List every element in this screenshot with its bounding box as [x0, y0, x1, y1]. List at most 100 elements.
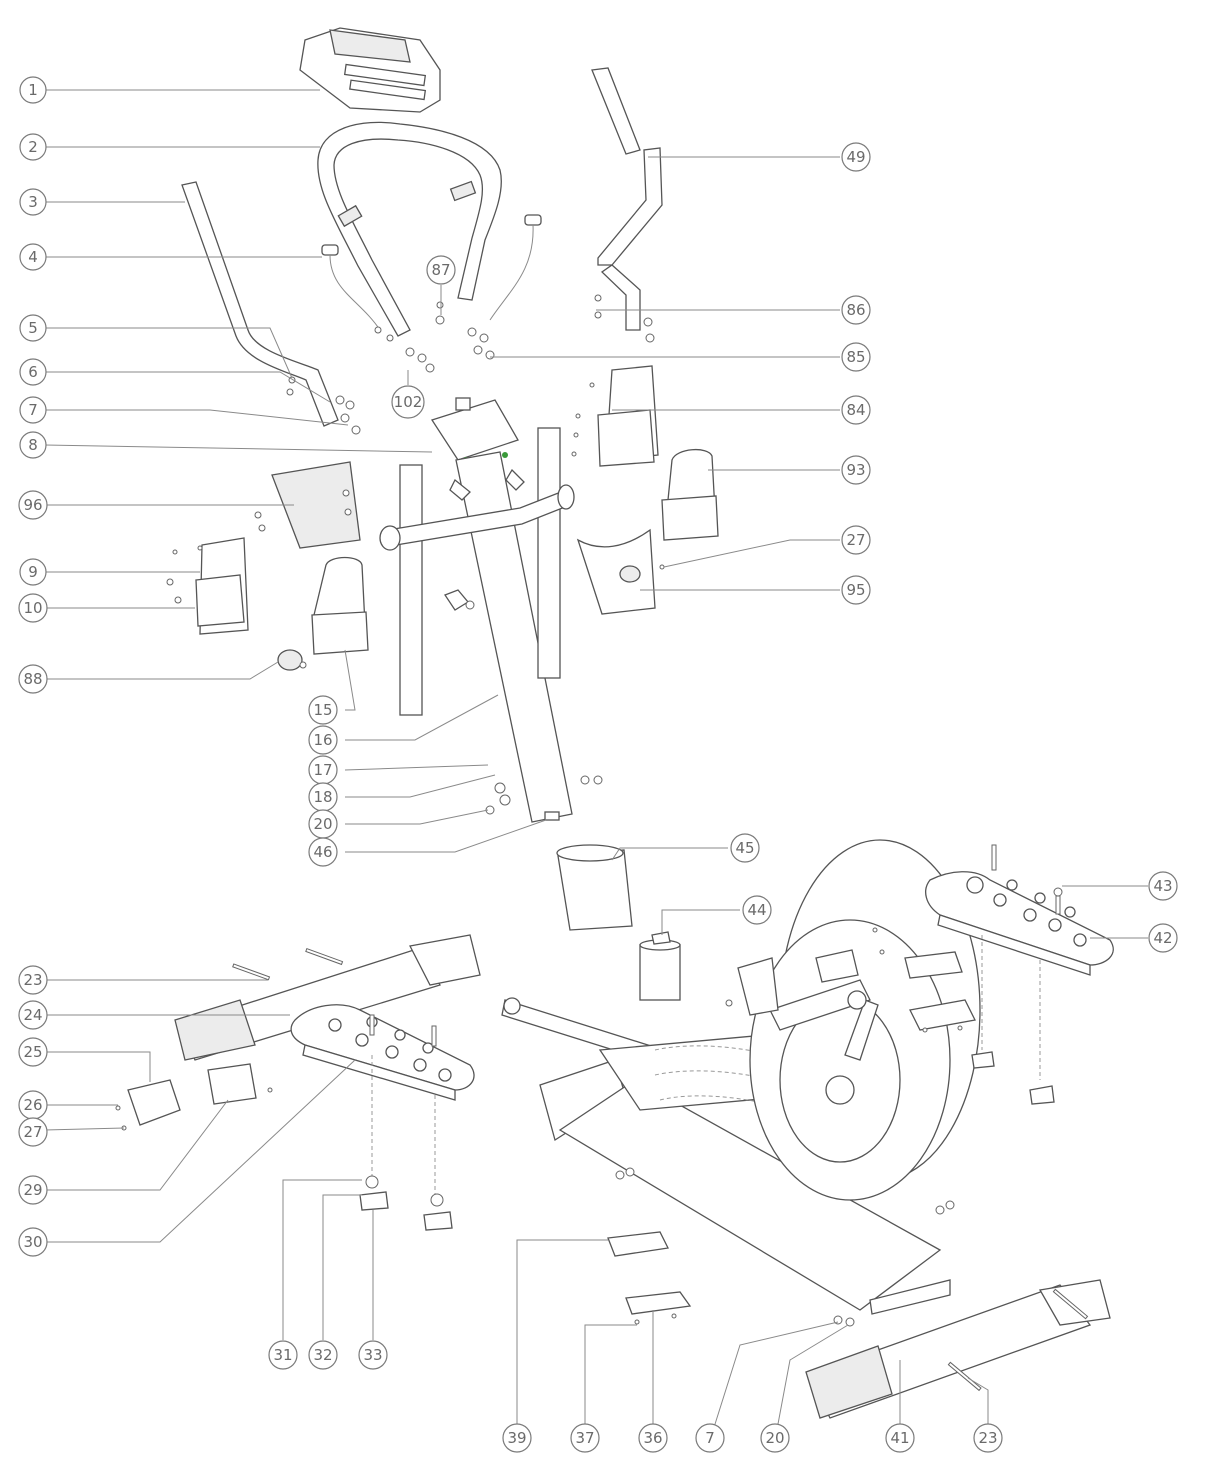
leader-15 [344, 649, 356, 711]
svg-text:23: 23 [23, 971, 42, 989]
upper-bolts [286, 294, 655, 435]
callout-87: 87 [426, 255, 456, 285]
cup-45-part [556, 844, 633, 931]
sleeve-15-part [311, 556, 369, 655]
sleeve-93-part [661, 449, 719, 541]
callout-42: 42 [1148, 923, 1178, 953]
svg-text:46: 46 [313, 843, 332, 861]
leader-7-lower [709, 1321, 839, 1441]
svg-text:44: 44 [747, 901, 766, 919]
leader-8 [44, 444, 433, 453]
leader-20-lower [774, 1324, 849, 1441]
callout-27-lower: 27 [18, 1117, 48, 1147]
bracket-39-part [607, 1231, 669, 1257]
svg-text:95: 95 [846, 581, 865, 599]
svg-text:8: 8 [28, 436, 38, 454]
leader-16 [345, 694, 499, 741]
front-stabilizer-part [615, 1167, 1111, 1419]
svg-text:31: 31 [273, 1346, 292, 1364]
svg-text:9: 9 [28, 563, 38, 581]
callout-23-left: 23 [18, 965, 48, 995]
svg-text:29: 29 [23, 1181, 42, 1199]
leader-18 [345, 774, 496, 798]
callout-27-upper: 27 [841, 525, 871, 555]
svg-text:102: 102 [394, 393, 423, 411]
leader-27-lower [44, 1127, 125, 1131]
leader-30 [45, 1059, 356, 1243]
right-upper-arm-part [591, 67, 663, 331]
callout-3: 3 [19, 188, 47, 216]
callout-102: 102 [391, 385, 425, 419]
callout-10: 10 [18, 593, 48, 623]
callout-37: 37 [570, 1423, 600, 1453]
callout-17: 17 [308, 755, 338, 785]
svg-text:2: 2 [28, 138, 38, 156]
svg-text:87: 87 [431, 261, 450, 279]
callout-93: 93 [841, 455, 871, 485]
callout-96: 96 [18, 490, 48, 520]
leader-7 [45, 409, 349, 426]
bracket-36-part [625, 1291, 692, 1325]
right-cover-84-part [571, 365, 659, 467]
callout-41: 41 [885, 1423, 915, 1453]
sensor-wire-part [321, 214, 542, 331]
svg-text:4: 4 [28, 248, 38, 266]
leader-lines [44, 89, 1148, 1441]
svg-text:7: 7 [28, 401, 38, 419]
callout-43: 43 [1148, 871, 1178, 901]
svg-text:20: 20 [765, 1429, 784, 1447]
callout-33: 33 [358, 1340, 388, 1370]
svg-text:84: 84 [846, 401, 865, 419]
callout-84: 84 [841, 395, 871, 425]
svg-text:17: 17 [313, 761, 332, 779]
callout-39: 39 [502, 1423, 532, 1453]
handlebar-part [317, 121, 502, 337]
parts-drawing [115, 27, 1114, 1419]
leader-44 [661, 909, 740, 935]
callout-86: 86 [841, 295, 871, 325]
lower-arm-assembly-part [379, 427, 575, 716]
cover-96-part [254, 461, 361, 549]
callout-1: 1 [19, 76, 47, 104]
console-part [299, 27, 441, 113]
leader-25 [45, 1051, 151, 1082]
svg-text:86: 86 [846, 301, 865, 319]
svg-text:25: 25 [23, 1043, 42, 1061]
leader-5 [45, 327, 293, 379]
leader-6 [45, 371, 331, 403]
callout-23-lower: 23 [973, 1423, 1003, 1453]
callout-9: 9 [19, 558, 47, 586]
callout-7: 7 [19, 396, 47, 424]
svg-text:88: 88 [23, 670, 42, 688]
svg-text:10: 10 [23, 599, 42, 617]
svg-text:43: 43 [1153, 877, 1172, 895]
callouts: 1 2 3 4 5 6 7 8 96 9 10 88 15 16 17 18 2… [18, 76, 1178, 1453]
callout-36: 36 [638, 1423, 668, 1453]
callout-16: 16 [308, 725, 338, 755]
callout-20-lower: 20 [760, 1423, 790, 1453]
svg-text:23: 23 [978, 1429, 997, 1447]
callout-5: 5 [19, 314, 47, 342]
svg-text:7: 7 [705, 1429, 715, 1447]
leader-23-lower [967, 1377, 989, 1440]
callout-29: 29 [18, 1175, 48, 1205]
svg-text:37: 37 [575, 1429, 594, 1447]
callout-2: 2 [19, 133, 47, 161]
svg-text:42: 42 [1153, 929, 1172, 947]
leader-20 [345, 809, 489, 825]
callout-88: 88 [18, 664, 48, 694]
leader-39 [516, 1239, 608, 1440]
left-pedal-part [290, 1004, 475, 1231]
callout-24: 24 [18, 1000, 48, 1030]
svg-text:6: 6 [28, 363, 38, 381]
svg-text:27: 27 [846, 531, 865, 549]
right-pedal-part [925, 844, 1114, 1105]
callout-15: 15 [308, 695, 338, 725]
svg-text:24: 24 [23, 1006, 42, 1024]
svg-text:16: 16 [313, 731, 332, 749]
leader-27-upper [663, 539, 840, 568]
svg-text:45: 45 [735, 839, 754, 857]
callout-18: 18 [308, 782, 338, 812]
svg-text:20: 20 [313, 815, 332, 833]
pivot-bolt-part [444, 589, 475, 611]
